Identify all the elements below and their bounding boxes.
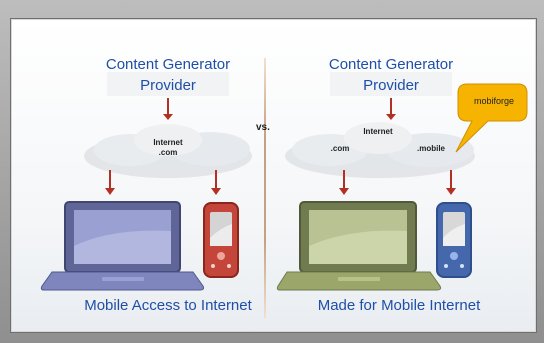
mobile-phone-icon [436, 202, 472, 278]
arrow-down-icon [339, 170, 349, 195]
caption-right: Made for Mobile Internet [317, 297, 481, 314]
arrow-down-icon [211, 170, 221, 195]
provider-title-left: Content Generator Provider [105, 56, 231, 94]
arrow-down-icon [386, 98, 396, 120]
provider-box-left [107, 72, 229, 96]
laptop-icon [276, 201, 442, 291]
vs-label: vs. [256, 122, 270, 133]
arrow-down-icon [105, 170, 115, 195]
cloud-icon [84, 124, 252, 178]
provider-box-right [330, 72, 452, 96]
cloud-label-left: Internet .com [153, 138, 183, 157]
arrow-down-icon [163, 98, 173, 120]
laptop-icon [40, 201, 205, 291]
speech-bubble-icon [455, 83, 528, 153]
caption-left: Mobile Access to Internet [84, 297, 252, 314]
cloud-label-right-left: .com [330, 144, 350, 153]
cloud-label-right-top: Internet [363, 127, 393, 136]
divider [264, 58, 266, 318]
provider-title-right: Content Generator Provider [328, 56, 454, 94]
callout-text: mobiforge [473, 96, 515, 106]
mobile-phone-icon [203, 202, 239, 278]
cloud-icon [285, 122, 475, 178]
cloud-label-right-right: .mobile [416, 144, 445, 153]
arrow-down-icon [446, 170, 456, 195]
